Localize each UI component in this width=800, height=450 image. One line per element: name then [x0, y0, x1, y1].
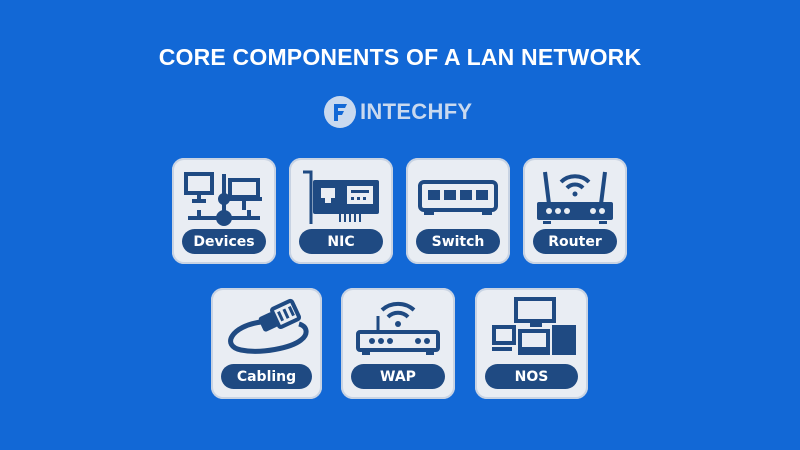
component-card-nic: NIC	[289, 158, 393, 264]
component-card-cabling: Cabling	[211, 288, 322, 399]
component-label: NOS	[485, 364, 578, 389]
switch-icon	[406, 166, 510, 230]
router-icon	[523, 166, 627, 230]
intechfy-logo-icon	[324, 96, 356, 128]
component-label: Switch	[416, 229, 500, 254]
page-title: CORE COMPONENTS OF A LAN NETWORK	[158, 44, 642, 70]
network-os-icon	[475, 296, 588, 360]
network-card-icon	[289, 166, 393, 230]
component-label: WAP	[351, 364, 445, 389]
brand: INTECHFY	[324, 96, 472, 128]
ethernet-cable-icon	[211, 296, 322, 360]
component-label: Devices	[182, 229, 266, 254]
devices-network-icon	[172, 166, 276, 230]
component-card-devices: Devices	[172, 158, 276, 264]
component-card-nos: NOS	[475, 288, 588, 399]
component-card-router: Router	[523, 158, 627, 264]
component-label: NIC	[299, 229, 383, 254]
brand-name: INTECHFY	[360, 99, 473, 124]
component-label: Cabling	[221, 364, 312, 389]
component-label: Router	[533, 229, 617, 254]
wireless-access-point-icon	[341, 296, 455, 360]
component-card-wap: WAP	[341, 288, 455, 399]
component-card-switch: Switch	[406, 158, 510, 264]
